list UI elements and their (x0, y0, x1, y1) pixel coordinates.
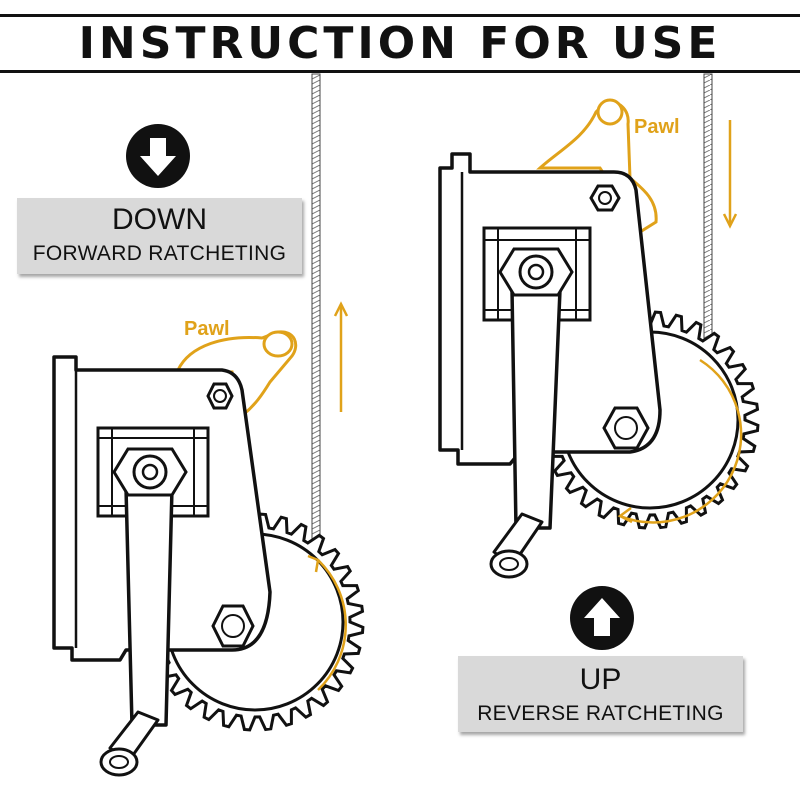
arrow-down-icon (126, 124, 190, 188)
down-direction-label: DOWN (112, 203, 207, 236)
forward-ratcheting-label: FORWARD RATCHETING (32, 242, 287, 265)
right-cable (703, 73, 713, 373)
page-title: INSTRUCTION FOR USE (78, 18, 722, 69)
left-cable (311, 73, 321, 545)
up-direction-label: UP (579, 663, 622, 696)
left-pawl-label: Pawl (184, 318, 230, 340)
right-winch (438, 73, 760, 579)
arrow-up-icon (570, 586, 634, 650)
right-pawl-label: Pawl (634, 116, 680, 138)
up-label-panel: UP REVERSE RATCHETING (458, 656, 743, 732)
left-winch (52, 73, 365, 777)
header-rule-top (0, 14, 800, 17)
down-label-panel: DOWN FORWARD RATCHETING (17, 198, 302, 274)
reverse-ratcheting-label: REVERSE RATCHETING (477, 702, 724, 725)
header-rule-bottom (0, 70, 800, 73)
